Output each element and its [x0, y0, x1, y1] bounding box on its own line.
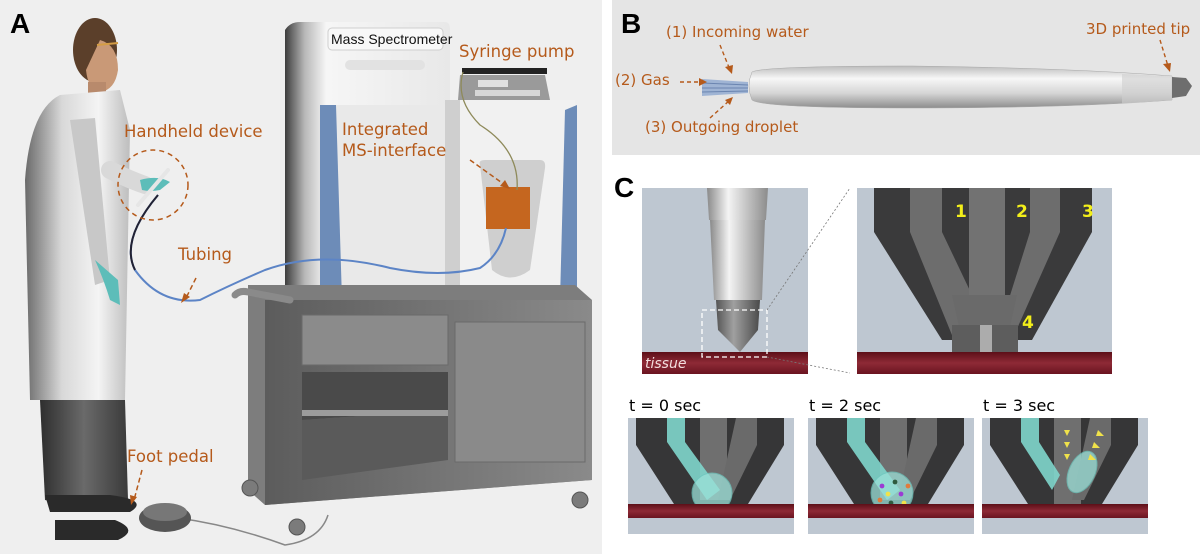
zoom-region-box	[701, 309, 768, 358]
setup-illustration	[25, 18, 592, 546]
flow-arrows	[1064, 430, 1104, 460]
printed-tip-label: 3D printed tip	[1086, 20, 1191, 38]
gas-label: (2) Gas	[615, 71, 670, 89]
device-tubes	[701, 79, 749, 96]
ms-interface-box	[486, 187, 530, 229]
panel-letter-c: C	[614, 172, 635, 203]
mass-spectrometer-label: Mass Spectrometer	[331, 31, 453, 47]
timepoint-label-0: t = 0 sec	[629, 396, 702, 415]
tip-channels-render	[857, 188, 1112, 374]
device-body	[748, 65, 1173, 109]
printed-tip-arrow	[1159, 39, 1169, 67]
ms-interface-housing	[445, 100, 577, 300]
timepoint-label-3: t = 3 sec	[983, 396, 1056, 415]
syringe-pump	[458, 68, 550, 100]
tubing-arrow	[185, 277, 197, 299]
timepoint-frame-2	[808, 418, 974, 534]
ms-interface-label-line2: MS-interface	[342, 141, 447, 160]
syringe-pump-label: Syringe pump	[459, 42, 575, 61]
channel-number-2: 2	[1016, 202, 1028, 222]
timepoint-frame-0	[628, 418, 794, 534]
zoom-connector-lines	[766, 187, 851, 374]
tip-detail-illustration	[628, 187, 1148, 534]
channel-number-3: 3	[1082, 202, 1094, 222]
incoming-water-label: (1) Incoming water	[666, 23, 809, 41]
mass-spectrometer	[285, 22, 450, 300]
panel-letter-a: A	[10, 8, 31, 39]
handheld-device-label: Handheld device	[124, 122, 263, 141]
outgoing-droplet-label: (3) Outgoing droplet	[645, 118, 799, 136]
panel-letter-b: B	[621, 8, 642, 39]
panel-b-handheld-device: B (1) Incoming water (2) Gas (3) Outgoin…	[612, 0, 1200, 155]
cart	[231, 285, 592, 536]
channel-number-1: 1	[955, 202, 967, 222]
timepoint-frame-3	[982, 418, 1148, 534]
outgoing-droplet-arrow	[709, 99, 731, 119]
printed-tip	[1172, 77, 1192, 98]
timepoint-label-2: t = 2 sec	[809, 396, 882, 415]
foot-pedal-arrow	[133, 469, 143, 501]
handheld-device-illustration	[680, 39, 1192, 119]
handheld-device-highlight	[117, 149, 189, 221]
tip-overview-render	[642, 188, 808, 374]
incoming-water-arrow	[719, 44, 731, 71]
tissue-label: tissue	[645, 356, 687, 372]
panel-a-setup: A Mass Spectrometer Handheld device Tubi…	[0, 0, 602, 554]
foot-pedal-label: Foot pedal	[127, 447, 214, 466]
tubing-label: Tubing	[178, 245, 233, 264]
ms-interface-arrow	[469, 159, 506, 186]
ms-interface-label-line1: Integrated	[342, 120, 429, 139]
panel-c-tip-detail: C	[612, 160, 1200, 554]
channel-number-4: 4	[1022, 313, 1034, 333]
scientist	[25, 18, 170, 540]
